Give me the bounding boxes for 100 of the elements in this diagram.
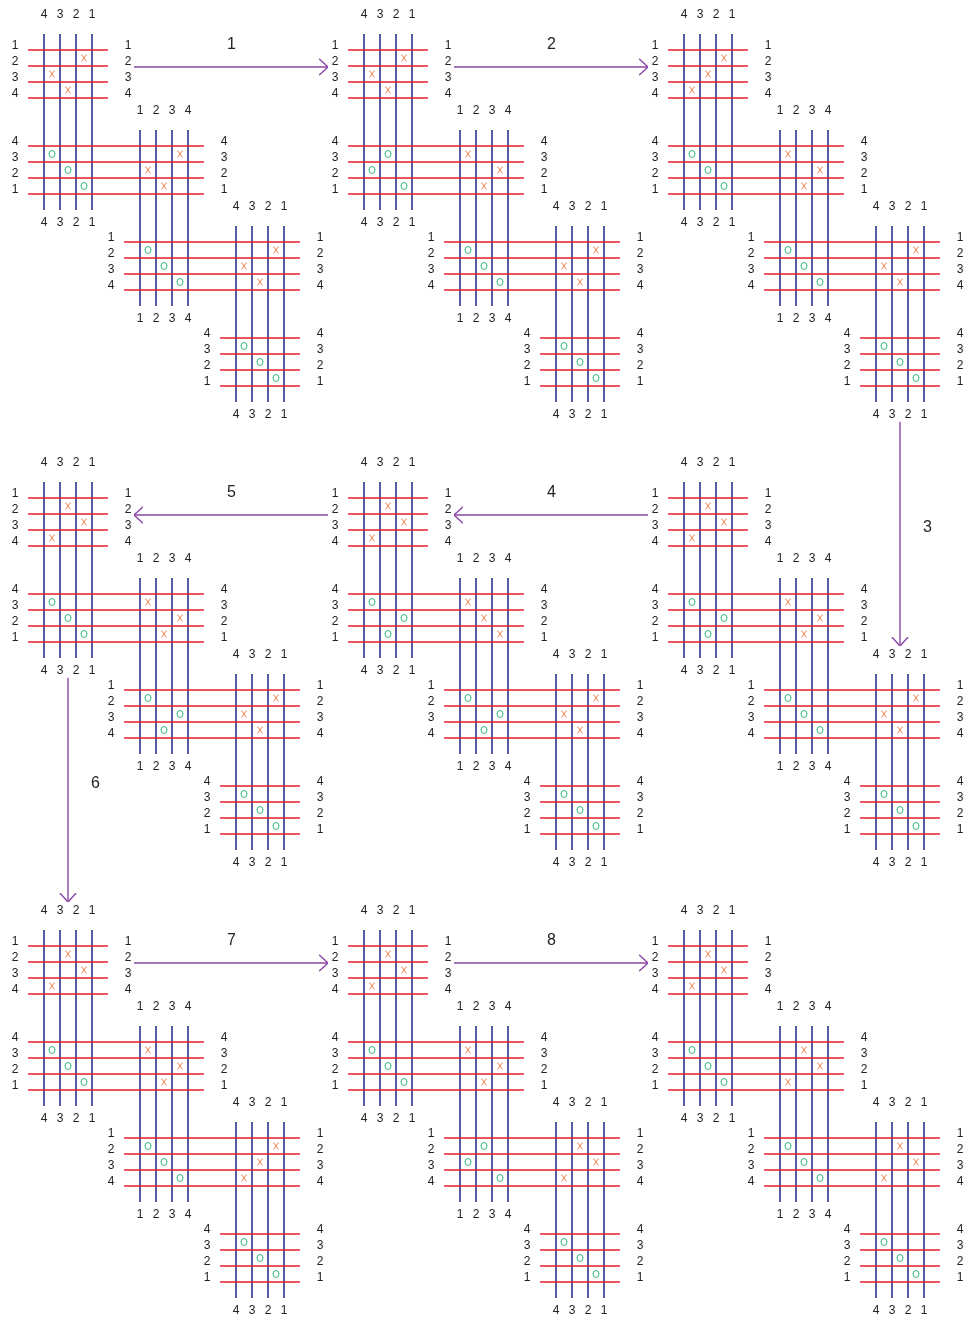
wire-numbers: 4 3 2 1: [871, 647, 929, 661]
wire-numbers: 1 2 3 4: [444, 37, 452, 101]
wire-numbers: 4 3 2 1: [871, 855, 929, 869]
wire-numbers: 4 3 2 1: [359, 663, 417, 677]
wire-numbers: 1 2 3 4: [11, 485, 19, 549]
wire-numbers: 1 2 3 4: [124, 37, 132, 101]
wire-numbers: 4 3 2 1: [651, 1029, 659, 1093]
wire-numbers: 4 3 2 1: [871, 1303, 929, 1317]
wire-numbers: 1 2 3 4: [107, 1125, 115, 1189]
wire-numbers: 4 3 2 1: [843, 1221, 851, 1285]
wire-numbers: 4 3 2 1: [220, 1029, 228, 1093]
wire-numbers: 1 2 3 4: [455, 759, 513, 773]
wire-numbers: 1 2 3 4: [455, 999, 513, 1013]
wire-numbers: 1 2 3 4: [775, 311, 833, 325]
arrow: [891, 421, 909, 647]
arrow: [59, 677, 77, 903]
wire-numbers: 1 2 3 4: [135, 551, 193, 565]
wire-numbers: 4 3 2 1: [636, 1221, 644, 1285]
wire-numbers: 1 2 3 4: [775, 999, 833, 1013]
wire-numbers: 4 3 2 1: [636, 773, 644, 837]
wire-numbers: 4 3 2 1: [331, 133, 339, 197]
wire-numbers: 4 3 2 1: [203, 325, 211, 389]
wire-numbers: 4 3 2 1: [956, 1221, 964, 1285]
wire-numbers: 4 3 2 1: [11, 133, 19, 197]
wire-numbers: 1 2 3 4: [651, 933, 659, 997]
arrow: [453, 506, 649, 524]
wire-numbers: 1 2 3 4: [636, 229, 644, 293]
wire-numbers: 4 3 2 1: [39, 7, 97, 21]
wire-numbers: 1 2 3 4: [444, 933, 452, 997]
wire-numbers: 1 2 3 4: [11, 37, 19, 101]
wire-numbers: 1 2 3 4: [124, 933, 132, 997]
wire-numbers: 1 2 3 4: [331, 37, 339, 101]
wire-numbers: 4 3 2 1: [231, 407, 289, 421]
wire-numbers: 1 2 3 4: [427, 677, 435, 741]
wire-numbers: 1 2 3 4: [636, 1125, 644, 1189]
wire-numbers: 4 3 2 1: [39, 663, 97, 677]
wire-numbers: 4 3 2 1: [551, 647, 609, 661]
wire-numbers: 1 2 3 4: [331, 933, 339, 997]
arrow: [133, 954, 329, 972]
wire-numbers: 1 2 3 4: [747, 1125, 755, 1189]
wire-numbers: 4 3 2 1: [843, 325, 851, 389]
wire-numbers: 4 3 2 1: [956, 325, 964, 389]
wire-numbers: 4 3 2 1: [871, 1095, 929, 1109]
wire-numbers: 4 3 2 1: [359, 455, 417, 469]
wire-numbers: 4 3 2 1: [523, 1221, 531, 1285]
wire-numbers: 4 3 2 1: [231, 1303, 289, 1317]
wire-numbers: 4 3 2 1: [551, 1303, 609, 1317]
wire-numbers: 1 2 3 4: [107, 229, 115, 293]
wire-numbers: 4 3 2 1: [220, 133, 228, 197]
wire-numbers: 4 3 2 1: [39, 215, 97, 229]
wire-numbers: 1 2 3 4: [135, 311, 193, 325]
arrow: [133, 506, 329, 524]
wire-numbers: 1 2 3 4: [316, 677, 324, 741]
wire-numbers: 1 2 3 4: [135, 1207, 193, 1221]
wire-numbers: 4 3 2 1: [359, 903, 417, 917]
wire-numbers: 1 2 3 4: [956, 677, 964, 741]
wire-numbers: 1 2 3 4: [427, 1125, 435, 1189]
wire-numbers: 1 2 3 4: [444, 485, 452, 549]
wire-numbers: 1 2 3 4: [651, 485, 659, 549]
wire-numbers: 4 3 2 1: [860, 581, 868, 645]
wire-numbers: 1 2 3 4: [764, 37, 772, 101]
wire-numbers: 1 2 3 4: [11, 933, 19, 997]
wire-numbers: 4 3 2 1: [860, 133, 868, 197]
wire-numbers: 1 2 3 4: [747, 229, 755, 293]
wire-numbers: 1 2 3 4: [455, 551, 513, 565]
wire-numbers: 4 3 2 1: [540, 581, 548, 645]
wire-numbers: 4 3 2 1: [651, 133, 659, 197]
wire-numbers: 4 3 2 1: [871, 407, 929, 421]
wire-numbers: 4 3 2 1: [220, 581, 228, 645]
wire-numbers: 4 3 2 1: [540, 133, 548, 197]
wire-numbers: 1 2 3 4: [764, 933, 772, 997]
wire-numbers: 4 3 2 1: [359, 7, 417, 21]
arrow: [453, 58, 649, 76]
wire-numbers: 4 3 2 1: [540, 1029, 548, 1093]
wire-numbers: 4 3 2 1: [860, 1029, 868, 1093]
wire-numbers: 1 2 3 4: [124, 485, 132, 549]
wire-numbers: 4 3 2 1: [39, 903, 97, 917]
wire-numbers: 1 2 3 4: [107, 677, 115, 741]
wire-numbers: 4 3 2 1: [11, 581, 19, 645]
wire-numbers: 4 3 2 1: [523, 325, 531, 389]
wire-numbers: 4 3 2 1: [679, 215, 737, 229]
wire-numbers: 4 3 2 1: [231, 855, 289, 869]
wire-numbers: 4 3 2 1: [39, 455, 97, 469]
wire-numbers: 4 3 2 1: [231, 199, 289, 213]
wire-numbers: 4 3 2 1: [359, 1111, 417, 1125]
wire-numbers: 4 3 2 1: [203, 773, 211, 837]
wire-numbers: 4 3 2 1: [331, 1029, 339, 1093]
wire-numbers: 1 2 3 4: [764, 485, 772, 549]
wire-numbers: 4 3 2 1: [679, 7, 737, 21]
wire-numbers: 4 3 2 1: [551, 855, 609, 869]
wire-numbers: 4 3 2 1: [523, 773, 531, 837]
wire-numbers: 4 3 2 1: [316, 1221, 324, 1285]
wire-numbers: 4 3 2 1: [316, 325, 324, 389]
wire-numbers: 1 2 3 4: [427, 229, 435, 293]
wire-numbers: 4 3 2 1: [39, 1111, 97, 1125]
wire-numbers: 4 3 2 1: [203, 1221, 211, 1285]
wire-numbers: 4 3 2 1: [11, 1029, 19, 1093]
wire-numbers: 4 3 2 1: [551, 407, 609, 421]
wire-numbers: 4 3 2 1: [871, 199, 929, 213]
wire-numbers: 4 3 2 1: [679, 903, 737, 917]
